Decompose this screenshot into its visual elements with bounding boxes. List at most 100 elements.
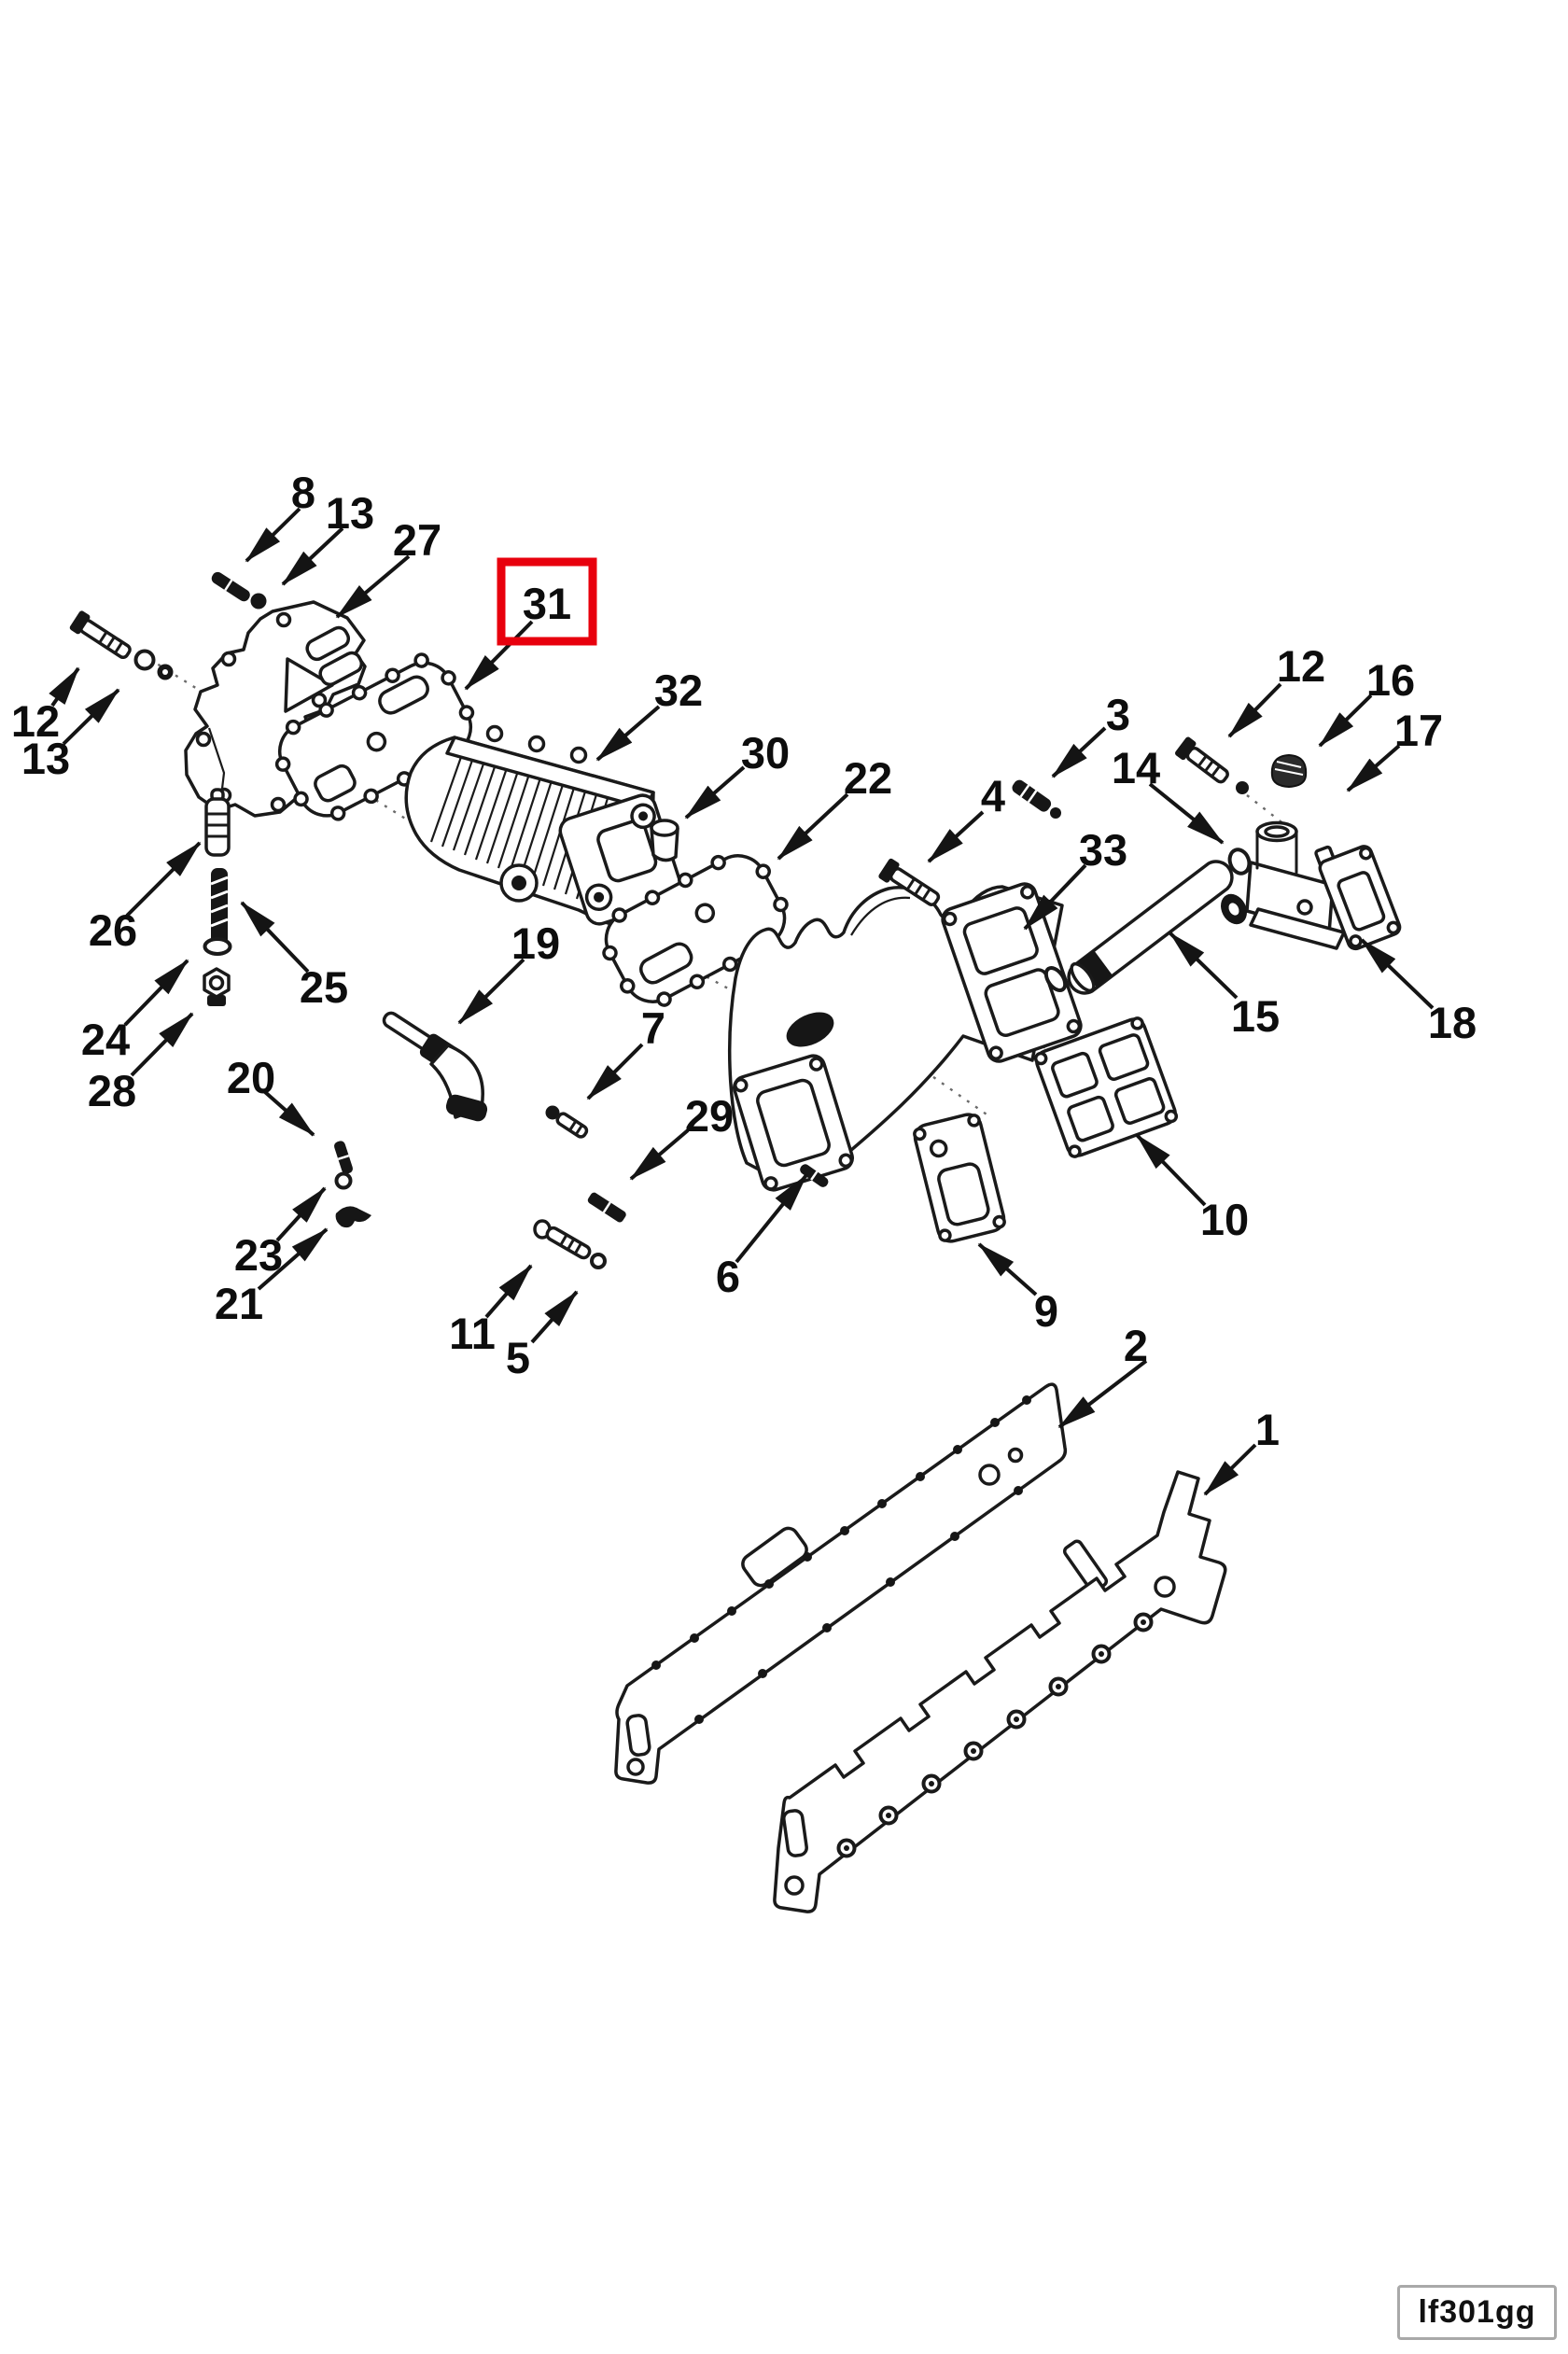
figure-code-badge: lf301gg — [1397, 2285, 1557, 2340]
part-23-washer — [334, 1171, 353, 1190]
callout-arrow — [125, 841, 202, 918]
callout-7[interactable]: 7 — [586, 1003, 665, 1100]
callout-8[interactable]: 8 — [245, 468, 315, 563]
callout-number: 8 — [291, 468, 315, 517]
callout-29[interactable]: 29 — [629, 1091, 734, 1181]
callout-5[interactable]: 5 — [506, 1290, 579, 1382]
part-19-elbow-fitting — [382, 1011, 488, 1122]
callout-21[interactable]: 21 — [215, 1227, 329, 1328]
callout-15[interactable]: 15 — [1169, 932, 1280, 1041]
callout-number: 25 — [300, 962, 348, 1012]
callout-1[interactable]: 1 — [1203, 1405, 1280, 1496]
callout-number: 28 — [88, 1066, 136, 1115]
callout-19[interactable]: 19 — [457, 918, 560, 1025]
callout-3[interactable]: 3 — [1051, 690, 1130, 778]
callout-number: 24 — [81, 1015, 130, 1064]
callout-20[interactable]: 20 — [227, 1053, 315, 1137]
callout-number: 13 — [326, 488, 374, 538]
part-13-washers-left — [133, 649, 174, 680]
callout-arrow — [1023, 863, 1087, 931]
callout-arrow — [595, 705, 661, 762]
callout-number: 6 — [716, 1252, 740, 1301]
callout-33[interactable]: 33 — [1023, 825, 1127, 931]
part-4-bolt — [878, 858, 941, 906]
part-27-filter-head-housing — [184, 600, 367, 818]
part-24-o-ring — [203, 937, 232, 956]
callout-number: 7 — [641, 1003, 665, 1053]
callout-10[interactable]: 10 — [1135, 1133, 1249, 1244]
callout-arrow — [49, 666, 80, 708]
part-22-gasket — [602, 854, 789, 1007]
callout-number: 14 — [1112, 743, 1160, 792]
callout-arrow — [263, 1090, 315, 1137]
callout-2[interactable]: 2 — [1057, 1321, 1148, 1429]
callout-11[interactable]: 11 — [449, 1264, 533, 1358]
part-1-gasket — [773, 1470, 1227, 1913]
callout-4[interactable]: 4 — [927, 771, 1005, 863]
callout-arrow — [1346, 744, 1401, 792]
callout-number: 18 — [1428, 998, 1477, 1047]
callout-arrow — [281, 526, 344, 586]
callout-arrow — [1135, 1133, 1207, 1207]
callout-12[interactable]: 12 — [11, 666, 80, 746]
part-13-ball — [250, 593, 267, 610]
callout-26[interactable]: 26 — [89, 841, 202, 955]
callout-arrow — [457, 958, 525, 1025]
part-12-bolt-left — [69, 610, 132, 660]
callout-17[interactable]: 17 — [1346, 706, 1443, 792]
callout-arrow — [1318, 694, 1373, 748]
callout-9[interactable]: 9 — [977, 1242, 1058, 1336]
callout-number: 9 — [1034, 1286, 1058, 1336]
callout-number: 5 — [506, 1333, 530, 1382]
callout-number: 10 — [1200, 1195, 1249, 1244]
callout-arrow — [245, 507, 301, 563]
callout-22[interactable]: 22 — [777, 753, 892, 861]
callout-16[interactable]: 16 — [1318, 655, 1415, 748]
callout-number: 15 — [1231, 991, 1280, 1041]
callout-13[interactable]: 13 — [21, 688, 120, 783]
callout-32[interactable]: 32 — [595, 666, 703, 762]
callout-number: 31 — [523, 579, 571, 628]
callout-arrow — [629, 1128, 690, 1181]
part-2-gasket — [614, 1382, 1068, 1785]
callout-14[interactable]: 14 — [1112, 743, 1225, 845]
callout-25[interactable]: 25 — [240, 901, 348, 1012]
callout-13[interactable]: 13 — [281, 488, 374, 586]
callout-arrow — [130, 1012, 194, 1077]
callout-arrow — [484, 1264, 533, 1319]
part-8-stud — [211, 571, 250, 602]
callout-number: 12 — [1277, 641, 1325, 691]
callout-arrow — [1051, 726, 1107, 778]
part-7-bolt — [545, 1105, 589, 1139]
callout-23[interactable]: 23 — [234, 1186, 327, 1280]
callout-18[interactable]: 18 — [1360, 938, 1477, 1047]
callout-arrow — [62, 688, 120, 746]
callout-28[interactable]: 28 — [88, 1012, 194, 1115]
callout-24[interactable]: 24 — [81, 959, 189, 1064]
callout-27[interactable]: 27 — [335, 515, 441, 619]
callout-number: 16 — [1366, 655, 1415, 705]
callout-arrow — [777, 792, 849, 861]
callout-31[interactable]: 31 — [464, 579, 571, 691]
part-33-oil-cooler-housing — [728, 882, 1083, 1192]
callout-6[interactable]: 6 — [716, 1173, 808, 1301]
part-18-gasket — [1314, 845, 1402, 951]
callout-30[interactable]: 30 — [684, 728, 790, 820]
callout-arrow — [927, 810, 985, 863]
callout-arrow — [735, 1173, 808, 1264]
callout-number: 30 — [741, 728, 790, 778]
callout-number: 22 — [844, 753, 892, 803]
callout-12[interactable]: 12 — [1227, 641, 1325, 738]
part-10-gasket — [1033, 1016, 1179, 1158]
callout-number: 3 — [1106, 690, 1130, 739]
callout-number: 13 — [21, 734, 70, 783]
part-14-o-ring — [1227, 848, 1252, 876]
callout-number: 21 — [215, 1279, 263, 1328]
part-15-tube — [1043, 860, 1234, 995]
callout-arrow — [123, 959, 189, 1027]
callout-number: 12 — [11, 696, 60, 746]
part-11-bolt — [533, 1219, 592, 1260]
